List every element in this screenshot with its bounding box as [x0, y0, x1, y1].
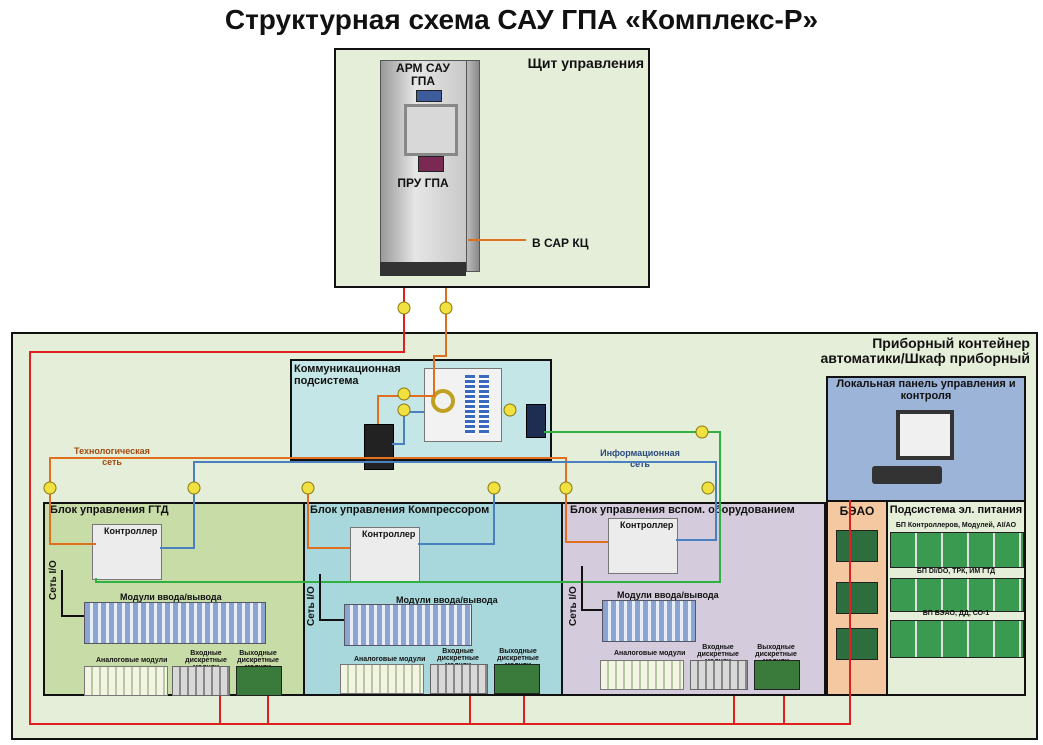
- gtd-modules-rack: [84, 602, 266, 644]
- tech-line-gtd: [49, 488, 96, 545]
- power-line: [29, 288, 851, 725]
- info-line-gtd: [160, 488, 195, 549]
- power-group-3-label: БП БЭАО, ДД, СО-1: [922, 610, 990, 617]
- comp-modules-rack: [344, 604, 472, 646]
- comp-dout-modules: [494, 664, 540, 694]
- cabinet-monitor: [404, 104, 458, 156]
- arm-label: АРМ САУ ГПА: [396, 61, 450, 88]
- aux-io-line: [581, 566, 602, 611]
- monitor-icon: [896, 410, 954, 460]
- control-panel-label: Щит управления: [527, 55, 644, 71]
- aux-analog-modules: [600, 660, 684, 690]
- aux-modules-label: Модули ввода/вывода: [617, 590, 719, 600]
- beao-module-1: [836, 530, 878, 562]
- page-title: Структурная схема САУ ГПА «Комплекс-Р»: [224, 4, 819, 35]
- gtd-io-line: [61, 570, 84, 617]
- container-label: Приборный контейнер автоматики/Шкаф приб…: [820, 335, 1030, 366]
- power-group-1-modules: [890, 532, 1024, 568]
- ports-icon-2: [479, 375, 489, 435]
- local-panel-label: Локальная панель управления и контроля: [836, 378, 1016, 402]
- compressor-block: [303, 502, 563, 696]
- power-group-2-modules: [890, 578, 1024, 612]
- gtd-analog-label: Аналоговые модули: [96, 657, 168, 664]
- patch-panel: [424, 368, 502, 442]
- comp-controller: [350, 527, 420, 583]
- aux-block-title: Блок управления вспом. оборудованием: [570, 504, 795, 516]
- gtd-block-title: Блок управления ГТД: [50, 504, 169, 516]
- aux-controller-label: Контроллер: [620, 520, 674, 530]
- aux-controller: [608, 518, 678, 574]
- comp-controller-label: Контроллер: [362, 529, 416, 539]
- comp-din-modules: [430, 664, 488, 694]
- power-label: Подсистема эл. питания: [889, 504, 1023, 516]
- comm-blue: [392, 411, 424, 445]
- sar-label: В САР КЦ: [532, 236, 589, 250]
- tech-network-line: [49, 457, 567, 488]
- gtd-din-modules: [172, 666, 230, 696]
- tech-line-comp: [307, 488, 350, 549]
- tech-line-aux: [565, 488, 608, 543]
- gtd-modules-label: Модули ввода/вывода: [120, 592, 222, 602]
- power-group-3-modules: [890, 620, 1024, 658]
- info-line-comp: [418, 488, 495, 545]
- cabinet-base: [380, 262, 466, 276]
- gtd-controller-label: Контроллер: [104, 526, 158, 536]
- gtd-analog-modules: [84, 666, 168, 696]
- ports-icon: [465, 375, 475, 435]
- info-network-line: [193, 461, 717, 488]
- pru-panel: [418, 156, 444, 172]
- green-line: [95, 431, 721, 583]
- tech-network-label: Технологическая сеть: [74, 446, 150, 467]
- aux-dout-modules: [754, 660, 800, 690]
- arm-screen: [416, 90, 442, 102]
- info-network-label: Информационная сеть: [600, 448, 680, 469]
- power-group-2-label: БП DI/DO, ТРК, ИМ ГТД: [916, 568, 996, 575]
- gtd-dout-modules: [236, 666, 282, 696]
- comm-orange: [377, 288, 447, 424]
- comp-analog-modules: [340, 664, 424, 694]
- info-line-aux: [676, 488, 717, 541]
- comp-io-line: [319, 574, 344, 621]
- beao-label: БЭАО: [839, 504, 875, 518]
- comp-analog-label: Аналоговые модули: [354, 656, 426, 663]
- cabinet-side: [466, 60, 480, 272]
- aux-analog-label: Аналоговые модули: [614, 650, 686, 657]
- pru-label: ПРУ ГПА: [397, 176, 449, 190]
- gtd-controller: [92, 524, 162, 580]
- compressor-block-title: Блок управления Компрессором: [310, 504, 490, 516]
- comm-label: Коммуникационная подсистема: [294, 363, 401, 387]
- keyboard-icon: [872, 466, 942, 484]
- aux-modules-rack: [602, 600, 696, 642]
- aux-din-modules: [690, 660, 748, 690]
- beao-module-3: [836, 628, 878, 660]
- beao-module-2: [836, 582, 878, 614]
- connector-icons: [43, 301, 715, 495]
- power-group-1-label: БП Контроллеров, Модулей, AI/AO: [895, 522, 1017, 529]
- media-converter-icon: [526, 404, 546, 438]
- gtd-block: [43, 502, 305, 696]
- fiber-spool-icon: [431, 389, 455, 413]
- comp-modules-label: Модули ввода/вывода: [396, 595, 498, 605]
